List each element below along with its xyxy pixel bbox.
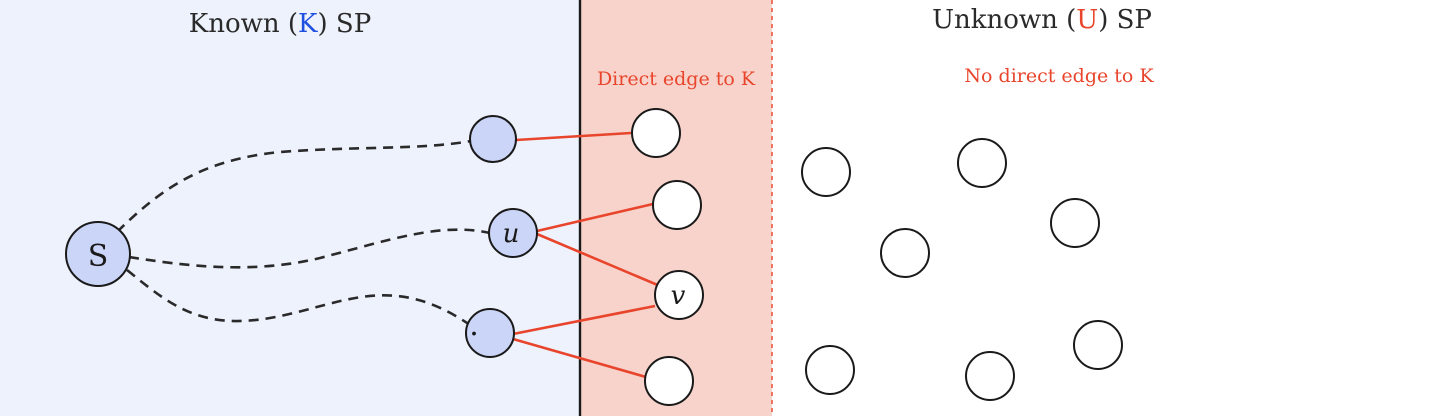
node-v-circle	[654, 270, 704, 320]
edge-top-to-frontier-1	[515, 131, 632, 142]
node-u-circle	[488, 208, 538, 258]
unknown-subtitle: No direct edge to K	[964, 65, 1154, 87]
node-source-label: S	[88, 239, 109, 274]
node-source: S	[65, 221, 131, 287]
edge-u-to-v	[536, 232, 661, 288]
node-u: u	[488, 208, 538, 258]
node-known-bottom-circle	[465, 308, 515, 358]
unknown-title: Unknown (U) SP	[932, 5, 1152, 35]
node-source-circle	[65, 221, 131, 287]
node-frontier-2	[652, 180, 702, 230]
node-frontier-1	[631, 108, 681, 158]
node-v-label: v	[671, 281, 686, 311]
dashed-path-s-u	[128, 228, 491, 269]
edge-bottom-to-frontier-4	[512, 337, 647, 379]
node-known-top	[469, 115, 517, 163]
node-unknown-6	[805, 345, 855, 395]
dashed-path-s-top	[116, 139, 472, 233]
node-unknown-7	[965, 351, 1015, 401]
dashed-path-s-bottom	[126, 268, 471, 327]
node-unknown-1	[801, 147, 851, 197]
frontier-label: Direct edge to K	[597, 68, 756, 90]
node-v: v	[654, 270, 704, 320]
node-unknown-4	[880, 228, 930, 278]
node-unknown-2	[957, 138, 1007, 188]
edge-u-to-frontier-2	[536, 202, 654, 233]
node-known-bottom: .	[465, 308, 515, 358]
edge-bottom-to-v	[512, 304, 656, 336]
node-unknown-5	[1073, 320, 1123, 370]
known-title: Known (K) SP	[189, 9, 371, 39]
node-u-label: u	[503, 219, 520, 249]
node-frontier-4	[644, 356, 694, 406]
node-known-bottom-label: .	[469, 308, 479, 343]
unknown-title-letter: U	[1076, 5, 1098, 35]
known-title-letter: K	[298, 9, 318, 39]
node-unknown-3	[1050, 198, 1100, 248]
